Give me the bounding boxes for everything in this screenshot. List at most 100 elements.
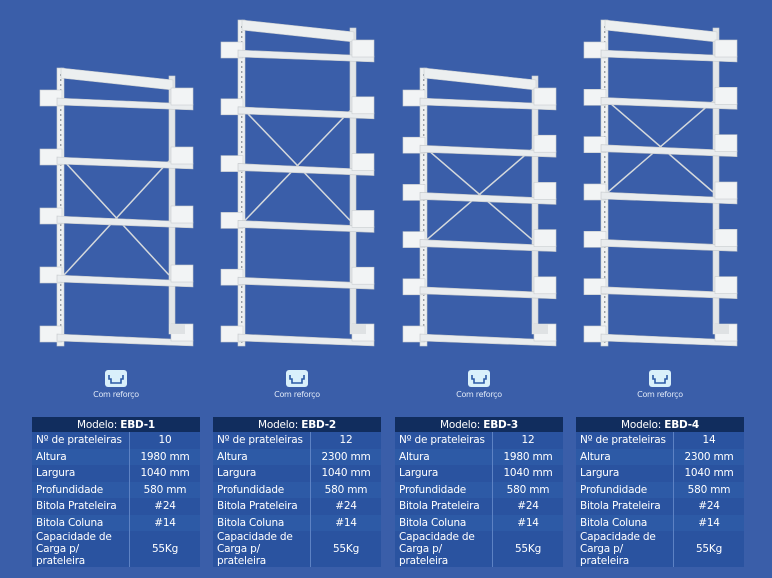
model-name: EBD-4: [664, 418, 699, 431]
spec-value: 55Kg: [310, 531, 381, 567]
reinforcement-badge: Com reforço: [66, 370, 166, 399]
spec-label: Capacidade de Carga p/ prateleira: [213, 531, 311, 567]
spec-label: Bitola Coluna: [576, 514, 674, 531]
spec-label: Bitola Coluna: [395, 514, 493, 531]
spec-value: 1040 mm: [492, 465, 563, 482]
spec-label: Profundidade: [213, 481, 311, 498]
table-row: Bitola Coluna#14: [32, 514, 200, 531]
spec-label: Bitola Prateleira: [395, 498, 493, 515]
spec-label: Bitola Prateleira: [32, 498, 130, 515]
spec-label: Bitola Prateleira: [576, 498, 674, 515]
shelving-unit-image: [220, 19, 375, 347]
shelving-unit-image: [39, 67, 194, 347]
shelving-unit-image: [583, 19, 738, 347]
reinforced-shelf-icon: [286, 370, 308, 387]
spec-label: Altura: [213, 448, 311, 465]
table-row: Bitola Prateleira#24: [32, 498, 200, 515]
spec-value: 580 mm: [492, 481, 563, 498]
spec-label: Profundidade: [32, 481, 130, 498]
spec-label: Largura: [213, 465, 311, 482]
spec-label: Nº de prateleiras: [395, 432, 493, 449]
spec-value: 10: [129, 432, 200, 449]
reinforced-shelf-icon: [105, 370, 127, 387]
badge-label: Com reforço: [93, 390, 139, 399]
table-header: Modelo: EBD-3: [395, 417, 563, 432]
model-name: EBD-2: [301, 418, 336, 431]
spec-value: #24: [129, 498, 200, 515]
badge-label: Com reforço: [637, 390, 683, 399]
shelving-unit-image: [402, 67, 557, 347]
spec-value: #24: [673, 498, 744, 515]
table-row: Bitola Coluna#14: [213, 514, 381, 531]
spec-value: 580 mm: [673, 481, 744, 498]
reinforced-shelf-icon: [468, 370, 490, 387]
spec-label: Bitola Prateleira: [213, 498, 311, 515]
spec-value: 14: [673, 432, 744, 449]
spec-value: #24: [492, 498, 563, 515]
reinforcement-badge: Com reforço: [247, 370, 347, 399]
spec-label: Capacidade de Carga p/ prateleira: [32, 531, 130, 567]
spec-value: 1040 mm: [310, 465, 381, 482]
table-header: Modelo: EBD-1: [32, 417, 200, 432]
table-row: Bitola Prateleira#24: [213, 498, 381, 515]
spec-label: Capacidade de Carga p/ prateleira: [576, 531, 674, 567]
spec-value: 580 mm: [129, 481, 200, 498]
spec-label: Altura: [395, 448, 493, 465]
spec-value: 2300 mm: [673, 448, 744, 465]
table-row: Bitola Coluna#14: [395, 514, 563, 531]
header-prefix: Modelo:: [258, 418, 302, 431]
spec-label: Profundidade: [395, 481, 493, 498]
header-prefix: Modelo:: [440, 418, 484, 431]
model-name: EBD-1: [120, 418, 155, 431]
spec-value: 12: [492, 432, 563, 449]
spec-label: Nº de prateleiras: [213, 432, 311, 449]
spec-label: Nº de prateleiras: [32, 432, 130, 449]
model-name: EBD-3: [483, 418, 518, 431]
spec-label: Profundidade: [576, 481, 674, 498]
table-row: Bitola Prateleira#24: [395, 498, 563, 515]
header-prefix: Modelo:: [77, 418, 121, 431]
table-header: Modelo: EBD-2: [213, 417, 381, 432]
reinforcement-badge: Com reforço: [610, 370, 710, 399]
spec-value: #14: [673, 514, 744, 531]
spec-label: Nº de prateleiras: [576, 432, 674, 449]
spec-label: Altura: [32, 448, 130, 465]
spec-value: #14: [310, 514, 381, 531]
spec-label: Largura: [32, 465, 130, 482]
spec-value: 55Kg: [129, 531, 200, 567]
spec-value: 55Kg: [673, 531, 744, 567]
badge-label: Com reforço: [456, 390, 502, 399]
spec-value: 12: [310, 432, 381, 449]
spec-value: #14: [129, 514, 200, 531]
table-header: Modelo: EBD-4: [576, 417, 744, 432]
table-row: Bitola Coluna#14: [576, 514, 744, 531]
spec-value: 2300 mm: [310, 448, 381, 465]
spec-label: Capacidade de Carga p/ prateleira: [395, 531, 493, 567]
spec-value: 1040 mm: [129, 465, 200, 482]
badge-label: Com reforço: [274, 390, 320, 399]
reinforced-shelf-icon: [649, 370, 671, 387]
spec-value: 1980 mm: [492, 448, 563, 465]
spec-value: 580 mm: [310, 481, 381, 498]
spec-label: Altura: [576, 448, 674, 465]
